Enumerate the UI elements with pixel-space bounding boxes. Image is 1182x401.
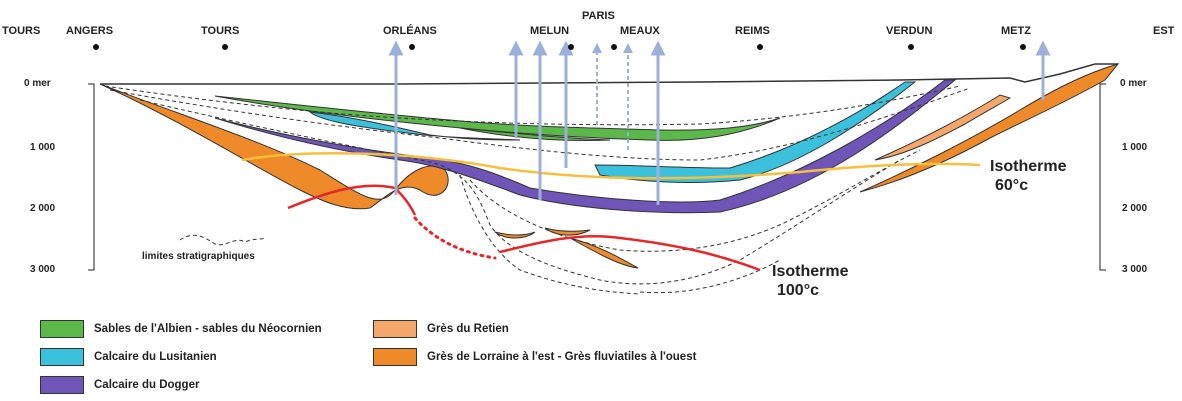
isotherm-100-title: Isotherme	[772, 263, 849, 280]
layer-gres-retien	[874, 94, 1012, 161]
city-dot-reims	[757, 44, 763, 50]
isotherm-60-line	[241, 152, 981, 180]
legend-item-albien: Sables de l'Albien - sables du Néocornie…	[40, 318, 322, 340]
layer-sables-albien	[214, 95, 781, 141]
city-dot-tours	[222, 44, 228, 50]
label-tours: TOURS	[201, 25, 240, 37]
legend-swatch-dogger	[40, 376, 84, 394]
left-depth-axis	[88, 83, 95, 271]
layer-calcaire-dogger	[214, 79, 957, 214]
city-dot-angers	[93, 44, 99, 50]
isotherm-100-line-east	[499, 235, 761, 272]
legend-item-lusitanien: Calcaire du Lusitanien	[40, 346, 217, 368]
depth-left-2000: 2 000	[30, 203, 56, 214]
depth-right-1000: 1 000	[1122, 142, 1148, 153]
layer-calcaire-lusitanien	[308, 111, 521, 141]
label-angers: ANGERS	[66, 25, 114, 37]
legend-item-dogger: Calcaire du Dogger	[40, 374, 199, 396]
isotherm-100-temp: 100°c	[777, 282, 819, 299]
label-est: EST	[1153, 25, 1175, 37]
city-dot-orleans	[409, 44, 415, 50]
heat-flow-arrows-dashed	[592, 43, 633, 150]
stratigraphic-limits-label: limites stratigraphiques	[142, 251, 255, 262]
legend-item-lorraine: Grès de Lorraine à l'est - Grès fluviati…	[373, 346, 696, 368]
depth-right-2000: 2 000	[1122, 203, 1148, 214]
stratigraphic-limits	[104, 85, 971, 295]
isotherm-100-dotted	[413, 216, 497, 260]
legend-swatch-lorraine	[373, 348, 417, 366]
legend-label-retien: Grès du Retien	[427, 323, 509, 335]
retien-lens-3	[569, 237, 639, 269]
depth-left-3000: 3 000	[30, 264, 56, 275]
legend-label-lusitanien: Calcaire du Lusitanien	[94, 351, 217, 363]
retien-lens-2	[544, 227, 591, 236]
legend-label-dogger: Calcaire du Dogger	[94, 379, 200, 391]
layer-sables-albien-2	[459, 127, 611, 141]
label-meaux: MEAUX	[620, 25, 660, 37]
legend-swatch-retien	[373, 320, 417, 338]
depth-right-3000: 3 000	[1122, 264, 1148, 275]
legend-label-lorraine: Grès de Lorraine à l'est - Grès fluviati…	[427, 351, 697, 363]
isotherm-100-label: Isotherme 100°c	[772, 262, 848, 300]
label-metz: METZ	[1001, 25, 1031, 37]
city-dot-metz	[1020, 44, 1026, 50]
depth-left-1000: 1 000	[30, 142, 56, 153]
label-tours-left: TOURS	[2, 25, 41, 37]
city-dot-paris	[611, 44, 617, 50]
label-orleans: ORLÉANS	[383, 25, 437, 37]
city-dot-melun	[568, 44, 574, 50]
label-melun: MELUN	[530, 25, 570, 37]
isotherm-60-label: Isotherme 60°c	[990, 157, 1066, 195]
legend-swatch-albien	[40, 320, 84, 338]
retien-lens-1	[494, 231, 536, 239]
isotherm-100-line	[287, 184, 417, 216]
legend-item-retien: Grès du Retien	[373, 318, 509, 340]
layer-gres-fluviatiles-west	[99, 83, 449, 210]
legend-label-albien: Sables de l'Albien - sables du Néocornie…	[94, 323, 322, 335]
right-depth-axis	[1099, 83, 1106, 271]
ground-surface	[100, 63, 1118, 85]
heat-flow-arrows	[388, 40, 1051, 205]
isotherm-60-temp: 60°c	[995, 177, 1029, 194]
depth-left-0: 0 mer	[24, 78, 51, 89]
label-paris: PARIS	[582, 10, 615, 22]
city-dot-verdun	[908, 44, 914, 50]
legend-swatch-lusitanien	[40, 348, 84, 366]
label-verdun: VERDUN	[886, 25, 933, 37]
layer-calcaire-lusitanien-east	[594, 81, 917, 183]
depth-right-0: 0 mer	[1120, 78, 1147, 89]
label-reims: REIMS	[735, 25, 770, 37]
layer-gres-lorraine-east	[859, 63, 1120, 193]
isotherm-60-title: Isotherme	[990, 158, 1067, 175]
